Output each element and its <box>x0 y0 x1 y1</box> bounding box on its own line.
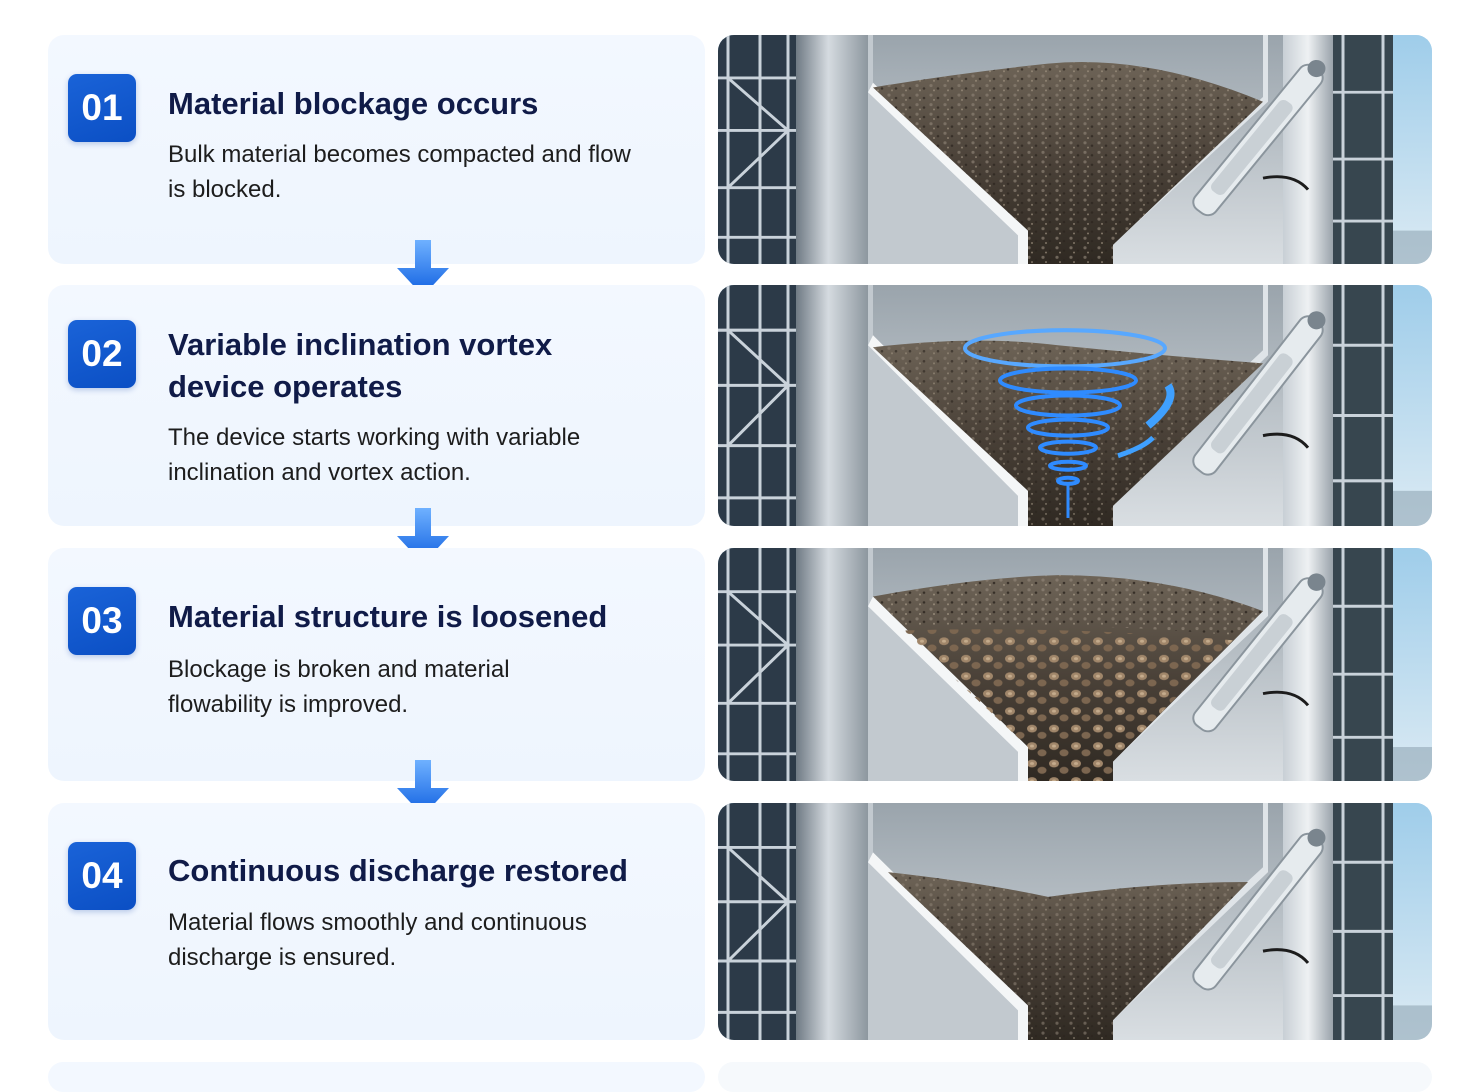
step-card-3: 03 Material structure is loosened Blocka… <box>48 548 705 781</box>
step-number-badge: 04 <box>68 842 136 910</box>
step-card-4: 04 Continuous discharge restored Materia… <box>48 803 705 1040</box>
step-title: Variable inclination vortex device opera… <box>168 327 553 404</box>
step-card-partial <box>48 1062 705 1092</box>
step-title: Continuous discharge restored <box>168 853 628 888</box>
step-title: Material structure is loosened <box>168 599 608 634</box>
step-card-2: 02 Variable inclination vortex device op… <box>48 285 705 526</box>
arrow-down-icon <box>397 240 449 296</box>
step-title: Material blockage occurs <box>168 86 539 121</box>
step-number-badge: 03 <box>68 587 136 655</box>
step-number-badge: 01 <box>68 74 136 142</box>
step-description: The device starts working with variable … <box>168 424 581 486</box>
step-image-vortex <box>718 285 1432 526</box>
step-image-loosened <box>718 548 1432 781</box>
step-image-blockage <box>718 35 1432 264</box>
step-number-badge: 02 <box>68 320 136 388</box>
vortex-icon <box>963 328 1175 518</box>
step-card-1: 01 Material blockage occurs Bulk materia… <box>48 35 705 264</box>
step-description: Blockage is broken and material flowabil… <box>168 656 510 718</box>
step-image-partial <box>718 1062 1432 1092</box>
step-description: Material flows smoothly and continuous d… <box>168 909 587 971</box>
step-description: Bulk material becomes compacted and flow… <box>168 141 631 203</box>
step-image-discharge <box>718 803 1432 1040</box>
arrow-down-icon <box>397 760 449 816</box>
